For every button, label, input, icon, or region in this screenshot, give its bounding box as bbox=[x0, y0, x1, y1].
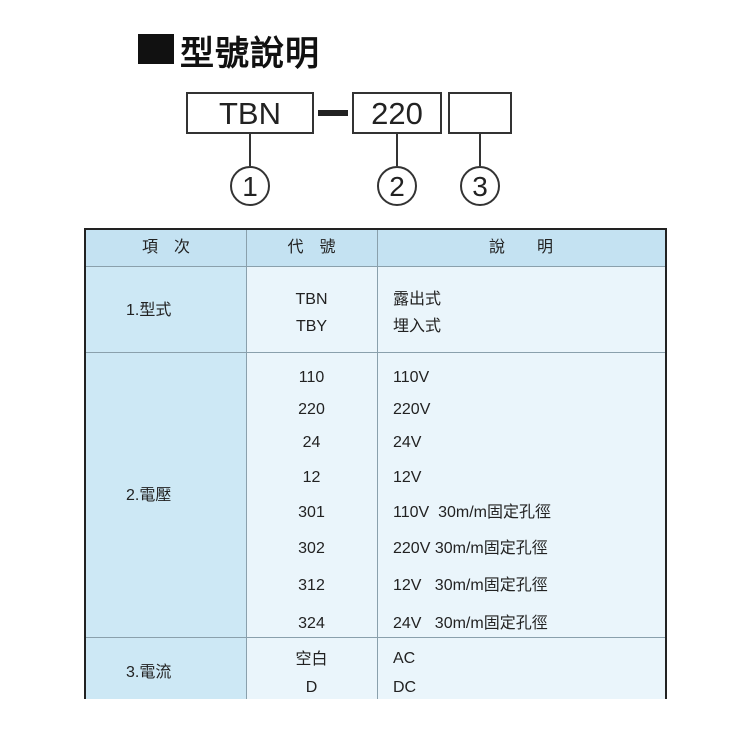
description-cell: 24V 30m/m固定孔徑 bbox=[393, 615, 548, 632]
description-cell: 220V bbox=[393, 401, 431, 418]
body-bg bbox=[246, 230, 665, 699]
code-box-current bbox=[448, 92, 512, 134]
row-divider bbox=[86, 637, 665, 638]
description-cell: 110V bbox=[393, 369, 430, 386]
description-cell: 露出式 bbox=[393, 291, 442, 308]
code-cell: 301 bbox=[298, 504, 325, 521]
code-cell: 110 bbox=[298, 369, 325, 386]
code-cell: TBN bbox=[295, 291, 328, 308]
item-column-bg bbox=[86, 230, 246, 699]
description-cell: DC bbox=[393, 679, 417, 696]
row-divider bbox=[86, 352, 665, 353]
item-label-type: 1.型式 bbox=[126, 302, 172, 319]
page-title: 型號說明 bbox=[180, 34, 320, 74]
description-cell: 12V 30m/m固定孔徑 bbox=[393, 577, 548, 594]
item-label-voltage: 2.電壓 bbox=[126, 487, 172, 504]
code-box-type: TBN bbox=[186, 92, 314, 134]
header-code: 代 號 bbox=[287, 239, 336, 256]
item-label-current: 3.電流 bbox=[126, 664, 172, 681]
code-cell: 空白 bbox=[295, 651, 328, 668]
code-cell: 220 bbox=[298, 401, 325, 418]
description-cell: 埋入式 bbox=[393, 318, 442, 335]
code-cell: 324 bbox=[298, 615, 325, 632]
column-divider bbox=[377, 230, 378, 699]
header-row-bg bbox=[86, 230, 665, 266]
marker-circle-2: 2 bbox=[377, 166, 417, 206]
code-box-voltage: 220 bbox=[352, 92, 442, 134]
title-square-icon bbox=[138, 34, 174, 64]
row-divider bbox=[86, 266, 665, 267]
description-cell: 110V 30m/m固定孔徑 bbox=[393, 504, 551, 521]
column-divider bbox=[246, 230, 247, 699]
code-cell: 302 bbox=[298, 540, 325, 557]
connector-line-3 bbox=[479, 134, 481, 166]
header-description: 說 明 bbox=[488, 239, 553, 256]
description-cell: 12V bbox=[393, 469, 422, 486]
connector-line-2 bbox=[396, 134, 398, 166]
code-cell: D bbox=[305, 679, 318, 696]
description-cell: AC bbox=[393, 650, 416, 667]
header-item: 項 次 bbox=[141, 239, 190, 256]
code-cell: 24 bbox=[302, 434, 321, 451]
connector-line-1 bbox=[249, 134, 251, 166]
marker-circle-3: 3 bbox=[460, 166, 500, 206]
code-dash bbox=[318, 110, 348, 116]
code-cell: TBY bbox=[295, 318, 328, 335]
description-cell: 220V 30m/m固定孔徑 bbox=[393, 540, 548, 557]
code-cell: 312 bbox=[298, 577, 325, 594]
code-cell: 12 bbox=[302, 469, 321, 486]
spec-table: 項 次 代 號 說 明 1.型式 TBN TBY 露出式 埋入式 2.電壓 11… bbox=[84, 228, 667, 699]
marker-circle-1: 1 bbox=[230, 166, 270, 206]
description-cell: 24V bbox=[393, 434, 422, 451]
